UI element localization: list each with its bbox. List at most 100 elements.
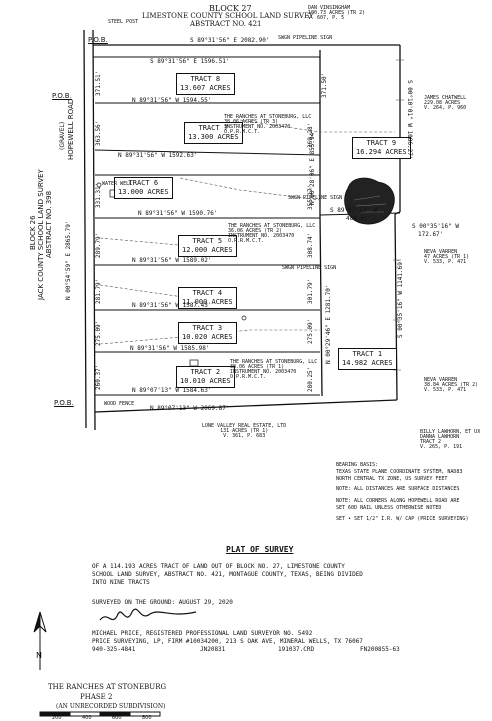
- tract-3-label: TRACT 3 10.020 ACRES: [178, 322, 237, 344]
- scale-bar-lines: [39, 711, 161, 717]
- wooded-area: [344, 177, 395, 225]
- label-steel-post: STEEL POST: [108, 19, 139, 25]
- scale-mark-400: 400: [82, 715, 92, 721]
- dim-w7: 260.37': [95, 364, 102, 390]
- bearing-west-main: N 00°54'59" E 2865.79': [65, 220, 72, 300]
- tract-7-acres: 13.300 ACRES: [188, 133, 239, 141]
- scale-mark-800: 800: [142, 715, 152, 721]
- tract-9-name: TRACT 9: [366, 139, 397, 147]
- bearing-tract9-south: S 89°07'13" W: [330, 207, 377, 214]
- tract-8-label: TRACT 8 13.607 ACRES: [176, 73, 235, 95]
- tract-9-label: TRACT 9 16.294 ACRES: [352, 137, 411, 159]
- owner-ne: DAN VINSINGHAM 100.73 ACRES (TR 2) V. 60…: [308, 5, 366, 21]
- header-survey: LIMESTONE COUNTY SCHOOL LAND SURVEY: [142, 12, 314, 20]
- bearing-5-4: N 89°31'56" W 1589.02': [132, 257, 212, 264]
- tract-6-acres: 13.000 ACRES: [118, 188, 169, 196]
- tract-8-acres: 13.607 ACRES: [180, 84, 231, 92]
- bearing-3-2: N 89°31'56" W 1585.98': [130, 345, 210, 352]
- bearing-tract8-north: S 89°31'56" E 1596.51': [150, 58, 230, 65]
- tract-3-acres: 10.020 ACRES: [182, 333, 233, 341]
- bearing-4-3: N 89°31'56" W 1587.43': [132, 302, 212, 309]
- tract-8-name: TRACT 8: [190, 75, 221, 83]
- plat-firm: PRICE SURVEYING, LP, FIRM #10034200, 213…: [92, 638, 363, 645]
- tract-3-name: TRACT 3: [192, 324, 223, 332]
- dim-e5: 301.79': [307, 278, 314, 304]
- dim-w6: 275.09': [95, 320, 102, 346]
- header-block: BLOCK 27: [209, 4, 252, 13]
- road-surface: (GRAVEL): [59, 121, 66, 150]
- dim-w4: 289.79': [95, 232, 102, 258]
- label-wood-fence: WOOD FENCE: [104, 401, 135, 407]
- pob-label-3: P.O.B.: [54, 399, 74, 407]
- bearing-east2: S 00°35'16" W: [412, 223, 459, 230]
- header-abstract: ABSTRACT NO. 421: [190, 20, 262, 28]
- plat-phone: 940-325-4841: [92, 646, 136, 653]
- tract-6-name: TRACT 6: [128, 179, 159, 187]
- label-pipeline-4: SWGN PIPELINE SIGN: [282, 265, 337, 271]
- north-label: N: [36, 651, 42, 660]
- dim-w1: 371.51': [95, 70, 102, 96]
- owner-neva1: NEVA VARREN 47 ACRES (TR 1) V. 533, P. 4…: [424, 249, 470, 265]
- owner-stone3: THE RANCHES AT STONEBURG, LLC 38.06 ACRE…: [230, 359, 318, 380]
- pob-label-2: P.O.B.: [88, 36, 108, 44]
- bearing-east1: S 00°10'01" W 1086.27': [406, 80, 413, 160]
- plat-title: PLAT OF SURVEY: [226, 545, 294, 554]
- road-name: HOPEWELL ROAD: [67, 98, 75, 160]
- note-set: SET • SET 1/2" I.R. W/ CAP (PRICE SURVEY…: [336, 516, 469, 522]
- owner-billy: BILLY LAWHORN, ET UX DANNA LAWHORN TRACT…: [420, 429, 481, 450]
- tract-1-acres: 14.982 ACRES: [342, 359, 393, 367]
- tract-5-name: TRACT 5: [192, 237, 223, 245]
- label-water-well: WATER WELL: [102, 181, 133, 187]
- tract-5-acres: 12.000 ACRES: [182, 246, 233, 254]
- west-block: BLOCK 26: [29, 215, 37, 250]
- plat-description: OF A 114.193 ACRES TRACT OF LAND OUT OF …: [92, 563, 363, 586]
- bearing-7-6: N 89°31'56" W 1592.63': [118, 152, 198, 159]
- west-abstract: ABSTRACT NO. 398: [45, 190, 53, 258]
- tract-1-label: TRACT 1 14.982 ACRES: [338, 348, 397, 370]
- tract-2-name: TRACT 2: [190, 368, 221, 376]
- owner-lone: LONE VALLEY REAL ESTATE, LTD 131 ACRES (…: [202, 423, 287, 439]
- bearing-2-bottom: N 89°07'13" W 1584.63': [132, 387, 212, 394]
- tract-6-label: TRACT 6 13.000 ACRES: [114, 177, 173, 199]
- subdivision-name: THE RANCHES AT STONEBURG: [48, 683, 167, 691]
- subdivision-phase: PHASE 2: [80, 693, 113, 701]
- bearing-bottom: N 89°07'13" W 2069.87': [150, 405, 230, 412]
- tract-7-name: TRACT 7: [198, 124, 229, 132]
- dim-e1: 371.50': [321, 72, 328, 98]
- bearing-6-5: N 89°31'56" W 1590.76': [138, 210, 218, 217]
- tract-2-acres: 10.010 ACRES: [180, 377, 231, 385]
- owner-stone1: THE RANCHES AT STONEBURG, LLC 38.06 ACRE…: [224, 114, 312, 135]
- tract-1-name: TRACT 1: [352, 350, 383, 358]
- label-pipeline-top: SWGN PIPELINE SIGN: [278, 35, 333, 41]
- signature: [99, 608, 197, 621]
- owner-stone2: THE RANCHES AT STONEBURG, LLC 36.06 ACRE…: [228, 223, 316, 244]
- west-survey: JACK COUNTY SCHOOL LAND SURVEY: [37, 169, 45, 300]
- plat-surveyed: SURVEYED ON THE GROUND: AUGUST 29, 2020: [92, 599, 233, 606]
- pob-label-1: P.O.B.: [52, 92, 72, 100]
- bearing-tract1-west: N 00°29'46" E 1281.70': [325, 284, 332, 364]
- bearing-east2-dist: 172.67': [418, 231, 444, 238]
- tract-4-acres: 11.000 ACRES: [182, 298, 233, 306]
- owner-east: JAMES CHATWELL 229.08 ACRES V. 264, P. 9…: [424, 95, 467, 111]
- note-bearing-basis: BEARING BASIS: TEXAS STATE PLANE COORDIN…: [336, 462, 463, 482]
- scale-mark-600: 600: [112, 715, 122, 721]
- owner-neva2: NEVA VARREN 38.84 ACRES (TR 2) V. 533, P…: [424, 377, 479, 393]
- note-distances: NOTE: ALL DISTANCES ARE SURFACE DISTANCE…: [336, 486, 460, 492]
- dim-e6: 275.09': [307, 318, 314, 344]
- tract-7-label: TRACT 7 13.300 ACRES: [184, 122, 243, 144]
- label-pipeline-mid: SWGN PIPELINE SIGN: [288, 195, 343, 201]
- plat-surveyor: MICHAEL PRICE, REGISTERED PROFESSIONAL L…: [92, 630, 313, 637]
- plat-crd: 191037.CRD: [278, 646, 315, 653]
- bearing-east3: S 00°35'16" W 1141.69': [397, 258, 404, 338]
- plat-fn: FN200855-63: [360, 646, 400, 653]
- scale-mark-200: 200: [52, 715, 62, 721]
- subdivision-note: (AN UNRECORDED SUBDIVISION): [56, 703, 166, 710]
- bearing-8-7: N 89°31'56" W 1594.55': [132, 97, 212, 104]
- plat-job: JN20831: [200, 646, 226, 653]
- dim-w5: 281.79': [95, 278, 102, 304]
- bearing-tract9-south-dist: 489.61': [346, 215, 372, 222]
- note-corners: NOTE: ALL CORNERS ALONG HOPEWELL ROAD AR…: [336, 498, 460, 511]
- tract-4-label: TRACT 4 11.000 ACRES: [178, 287, 237, 309]
